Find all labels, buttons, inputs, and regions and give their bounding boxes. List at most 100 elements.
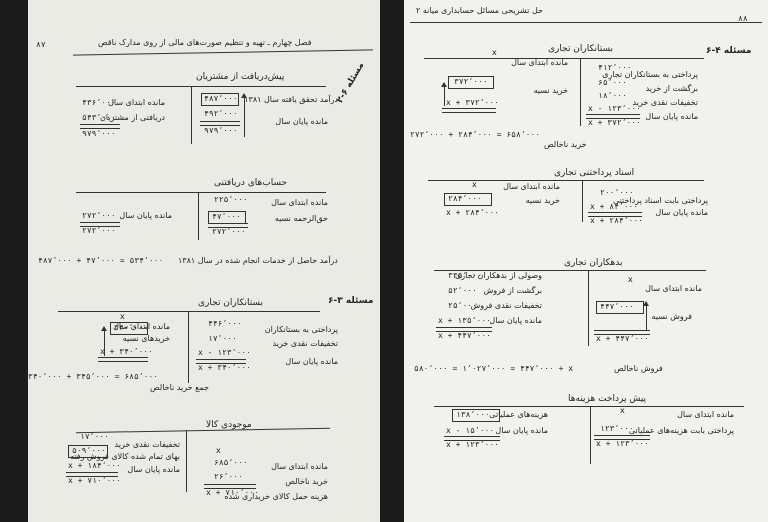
t-account-divider (198, 192, 199, 240)
highlight-box (68, 445, 108, 458)
purchase-formula: ۳۴۰٬۰۰۰ + ۳۴۵٬۰۰۰ = ۶۸۵٬۰۰۰ (28, 372, 159, 381)
account-title: پیش پرداخت هزینه‌ها (568, 394, 647, 404)
t-account-divider (186, 430, 187, 492)
sales-label: فروش ناخالص (614, 364, 663, 373)
debit-value: ۱۷٬۰۰۰ (208, 334, 237, 343)
debit-line: هزینه حمل کالای خریداری شده (224, 492, 328, 501)
t-account-divider (588, 270, 589, 346)
account-title: حساب‌های دریافتنی (214, 178, 288, 188)
debit-value: ۴۴۷٬۰۰۰ (600, 302, 634, 311)
credit-line: مانده پایان سال (127, 465, 180, 474)
credit-line: تخفیفات نقدی فروش (470, 301, 542, 310)
debit-total: x + ۴۴۷٬۰۰۰ (596, 334, 649, 343)
credit-total: x + ۳۷۲٬۰۰۰ (446, 98, 499, 107)
credit-x: x (472, 180, 477, 189)
account-title: پیش‌دریافت از مشتریان (196, 72, 285, 82)
revenue-line: درآمد حاصل از خدمات انجام شده در سال ۱۳۸… (178, 256, 338, 265)
t-account-top (76, 192, 326, 193)
total-rule (204, 484, 256, 489)
total-rule (444, 436, 500, 441)
credit-value: ۴۳۶٬۰۰۰ (82, 98, 116, 107)
t-account-top (58, 311, 320, 312)
highlight-box (201, 93, 239, 106)
purchase-line: جمع خرید ناخالص (150, 383, 209, 392)
sales-formula: ۵۸۰٬۰۰۰ = ۱٬۰۲۷٬۰۰۰ = ۴۴۷٬۰۰۰ + x (414, 364, 574, 373)
debit-value: ۶۸۵٬۰۰۰ (214, 458, 248, 467)
credit-total: ۲۷۲٬۰۰۰ (82, 226, 116, 235)
debit-value: ۲۰۰٬۰۰۰ (600, 188, 634, 197)
credit-value: ۱۷٬۰۰۰ (80, 432, 109, 441)
debit-value: x + ۸۴٬۰۰۰ (590, 202, 639, 211)
credit-x: x (492, 48, 497, 57)
t-account-divider (191, 86, 192, 144)
debit-value: ۴۹۲٬۰۰۰ (204, 109, 238, 118)
credit-total: x + ۷۱۰٬۰۰۰ (68, 476, 121, 485)
credit-line: مانده ابتدای سال (113, 322, 170, 331)
debit-line: مانده ابتدای سال (645, 284, 702, 293)
debit-value: ۴۱۲٬۰۰۰ (598, 63, 632, 72)
credit-line: دریافتی از مشتریان (100, 113, 165, 122)
debit-total: ۹۷۹٬۰۰۰ (204, 126, 238, 135)
highlight-box (444, 193, 492, 206)
credit-line: مانده پایان سال (495, 426, 548, 435)
debit-value: x - ۱۲۳٬۰۰۰ (588, 104, 641, 113)
debit-total: x + ۷۱۰٬۰۰۰ (206, 488, 259, 497)
debit-line: حق‌الزحمه نسیه (274, 214, 328, 223)
debit-value: ۴۸۷٬۰۰۰ (204, 94, 238, 103)
credit-line: هزینه‌های عملیاتی (489, 410, 548, 419)
total-rule (80, 222, 120, 227)
account-title: اسناد پرداختنی تجاری (554, 168, 635, 178)
page-number: ۸۷ (36, 40, 46, 49)
page-number: ۸۸ (738, 14, 748, 23)
total-rule (208, 223, 248, 228)
credit-value: x + ۱۸۴٬۰۰۰ (68, 461, 121, 470)
debit-line: مانده پایان سال (275, 117, 328, 126)
debit-line: خرید ناخالص (285, 477, 328, 486)
debit-total: x + ۲۸۴٬۰۰۰ (590, 216, 643, 225)
debit-total: x + ۳۷۲٬۰۰۰ (588, 118, 641, 127)
t-account-divider (590, 406, 591, 464)
debit-line: پرداختی بابت اسناد پرداختنی (612, 196, 708, 205)
gross-label: خرید ناخالص (544, 140, 587, 149)
up-arrow-icon (441, 82, 447, 106)
credit-value: ۲۸۴٬۰۰۰ (448, 194, 482, 203)
total-rule (80, 124, 120, 129)
account-title: بستانکاران تجاری (548, 44, 613, 54)
credit-total: x + ۳۴۰٬۰۰۰ (100, 347, 153, 356)
debit-line: مانده ابتدای سال (271, 462, 328, 471)
up-arrow-icon (241, 93, 247, 137)
debit-line: مانده پایان سال (285, 357, 338, 366)
credit-line: خریدهای نسیه (122, 334, 170, 343)
up-arrow-icon (101, 326, 107, 356)
debit-line: مانده ابتدای سال (677, 410, 734, 419)
credit-total: x + ۴۴۷٬۰۰۰ (438, 331, 491, 340)
debit-total: ۲۷۲٬۰۰۰ (212, 227, 246, 236)
total-rule (586, 114, 640, 119)
up-arrow-icon (643, 301, 649, 331)
total-rule (442, 108, 496, 113)
header-rule (410, 22, 762, 23)
total-rule (66, 472, 118, 477)
debit-value: ۱۲۳٬۰۰۰ (600, 424, 634, 433)
credit-total: x + ۱۲۳٬۰۰۰ (446, 440, 499, 449)
debit-total: x + ۱۲۳٬۰۰۰ (596, 439, 649, 448)
debit-x: x (216, 446, 221, 455)
credit-value: ۵۰۹٬۰۰۰ (72, 446, 106, 455)
t-account-top (76, 427, 330, 434)
t-account-top (424, 58, 704, 59)
total-rule (98, 357, 148, 362)
debit-line: مانده ابتدای سال (271, 198, 328, 207)
problem-label: مسئله ۳-۶ (328, 296, 374, 306)
highlight-box (596, 301, 644, 314)
debit-line: تخفیفات نقدی خرید (632, 98, 698, 107)
debit-value: ۴۷٬۰۰۰ (212, 212, 241, 221)
debit-total: x + ۳۴۰٬۰۰۰ (198, 363, 251, 372)
debit-value: ۲۶٬۰۰۰ (214, 472, 243, 481)
total-rule (594, 330, 650, 335)
credit-x: x (120, 312, 125, 321)
credit-line: مانده پایان سال (489, 316, 542, 325)
t-account-divider (188, 311, 189, 383)
credit-line: برگشت از فروش (483, 286, 542, 295)
total-rule (436, 327, 492, 332)
credit-value: ۵۲٬۰۰۰ (448, 286, 477, 295)
